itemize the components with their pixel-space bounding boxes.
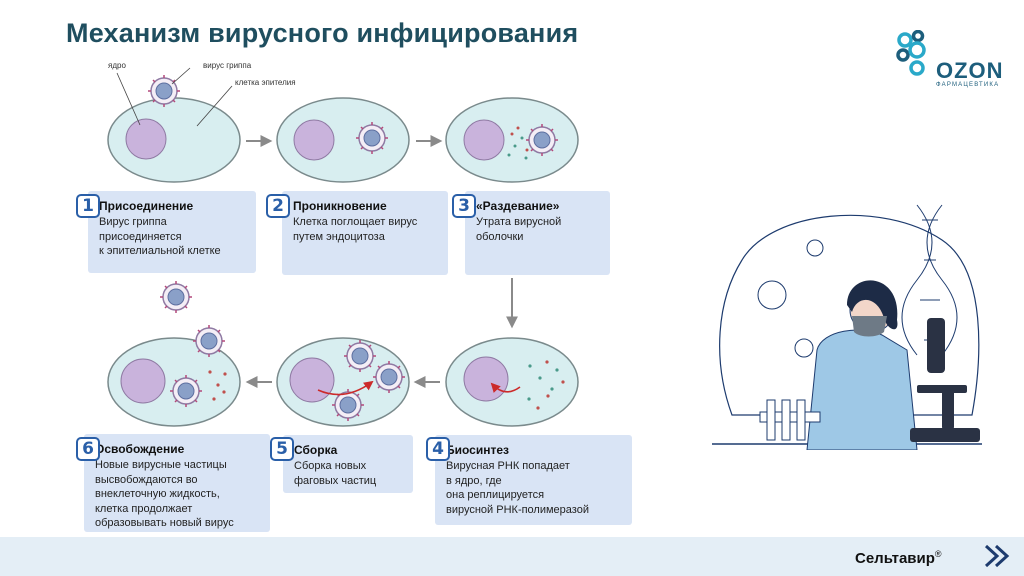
step-card-5: Сборка Сборка новых фаговых частиц — [283, 435, 413, 493]
step-title: Биосинтез — [446, 443, 509, 457]
virus-label: вирус гриппа — [203, 61, 252, 70]
step-title: «Раздевание» — [476, 199, 560, 213]
double-chevron-right-icon[interactable] — [983, 543, 1013, 569]
step-title: Присоединение — [99, 199, 194, 213]
step-text: Сборка новых фаговых частиц — [294, 460, 377, 487]
scientist-illustration — [712, 204, 982, 450]
logo-wordmark: OZON — [936, 58, 1004, 83]
test-tubes-icon — [759, 399, 821, 441]
ozon-logo-icon — [896, 30, 926, 76]
step-number-6: 6 — [76, 437, 100, 461]
cell-penetration — [276, 97, 410, 183]
cell-biosynthesis — [445, 337, 579, 427]
step-text: Новые вирусные частицы высвобождаются во… — [95, 459, 234, 529]
cell-label: клетка эпителия — [235, 78, 296, 87]
cell-attachment — [107, 67, 241, 183]
step-card-3: «Раздевание» Утрата вирусной оболочки — [465, 191, 610, 275]
cell-assembly — [276, 337, 410, 427]
nucleus-label: ядро — [108, 61, 126, 70]
cell-uncoating — [445, 97, 579, 183]
step-title: Сборка — [294, 443, 338, 457]
step-card-2: Проникновение Клетка поглощает вирус пут… — [282, 191, 448, 275]
brand-name: Сельтавир® — [855, 549, 942, 567]
virus-icon — [757, 239, 824, 358]
step-text: Вирусная РНК попадает в ядро, где она ре… — [446, 460, 589, 516]
page-title: Механизм вирусного инфицирования — [66, 18, 579, 48]
step-text: Клетка поглощает вирус путем эндоцитоза — [293, 216, 418, 243]
step-card-6: Освобождение Новые вирусные частицы высв… — [84, 434, 270, 532]
dna-icon — [901, 204, 958, 356]
step-text: Вирус гриппа присоединяется к эпителиаль… — [99, 216, 221, 257]
microscope-icon — [910, 318, 980, 442]
step-number-1: 1 — [76, 194, 100, 218]
logo-subtitle: ФАРМАЦЕВТИКА — [936, 82, 1000, 88]
step-title: Освобождение — [95, 442, 185, 456]
step-text: Утрата вирусной оболочки — [476, 216, 562, 243]
step-number-3: 3 — [452, 194, 476, 218]
step-number-2: 2 — [266, 194, 290, 218]
step-card-4: Биосинтез Вирусная РНК попадает в ядро, … — [435, 435, 632, 525]
step-card-1: Присоединение Вирус гриппа присоединяетс… — [88, 191, 256, 273]
step-title: Проникновение — [293, 199, 387, 213]
cell-release — [107, 324, 241, 427]
step-number-5: 5 — [270, 437, 294, 461]
infection-cycle-diagram — [107, 67, 579, 427]
step-number-4: 4 — [426, 437, 450, 461]
footer-bar — [0, 537, 1024, 576]
